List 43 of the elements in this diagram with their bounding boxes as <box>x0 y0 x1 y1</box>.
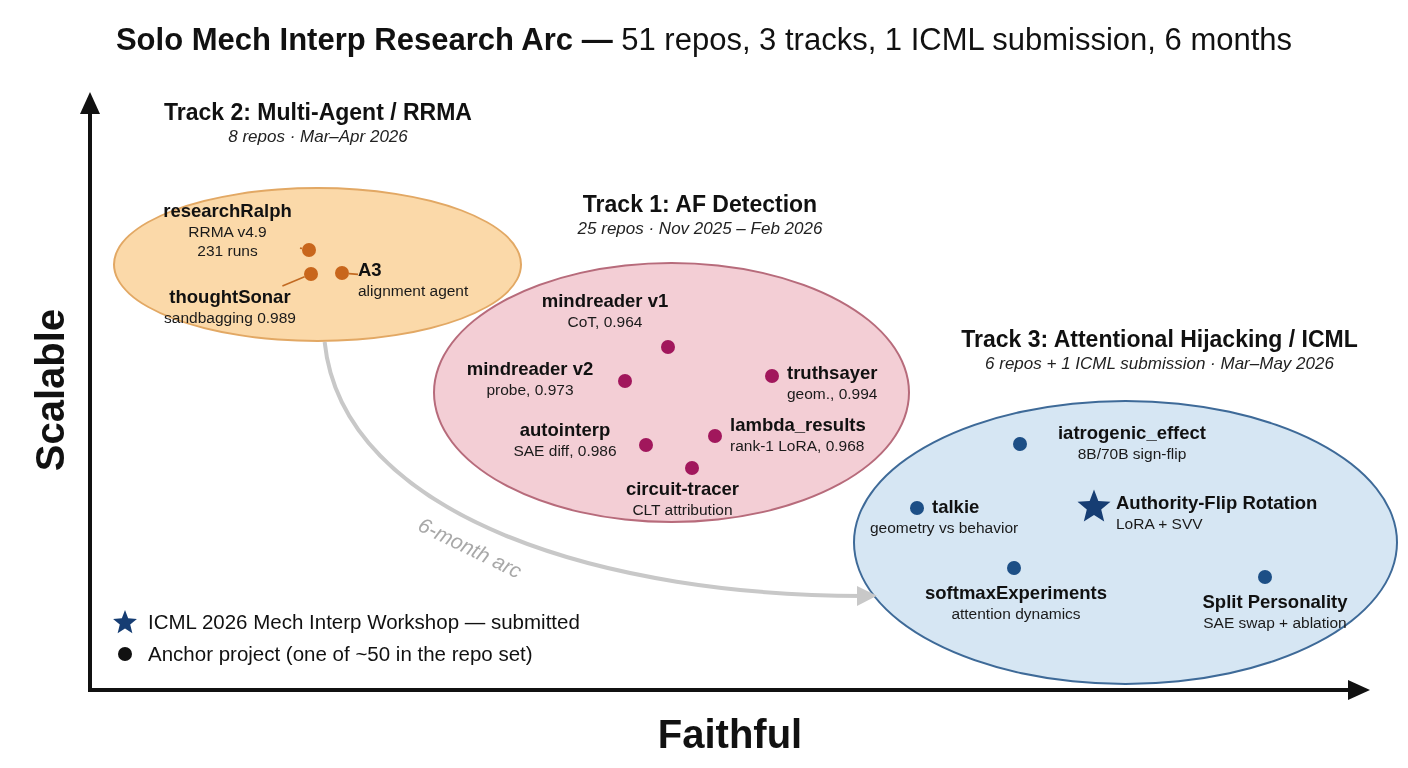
project-name: researchRalph <box>163 200 292 222</box>
project-name: lambda_results <box>730 414 866 436</box>
project-name: iatrogenic_effect <box>1057 422 1206 444</box>
x-axis-label: Faithful <box>657 711 803 757</box>
project-detail: geometry vs behavior <box>870 518 1019 537</box>
leader-line <box>281 275 306 287</box>
project-detail: sandbagging 0.989 <box>164 308 296 327</box>
project-detail: probe, 0.973 <box>486 380 574 399</box>
project-detail: attention dynamics <box>951 604 1081 623</box>
project-detail: geom., 0.994 <box>787 384 878 403</box>
track-subtitle: 25 repos · Nov 2025 – Feb 2026 <box>577 218 823 240</box>
project-detail: RRMA v4.9 231 runs <box>187 222 268 260</box>
project-detail: rank-1 LoRA, 0.968 <box>730 436 865 455</box>
diagram-title: Solo Mech Interp Research Arc — 51 repos, 3 tracks, 1 ICML submission, 6 months <box>114 22 1294 58</box>
track-title: Track 3: Attentional Hijacking / ICML <box>961 325 1358 353</box>
y-axis-label: Scalable <box>27 308 73 472</box>
project-detail: CLT attribution <box>632 500 733 519</box>
project-detail: alignment agent <box>358 281 469 300</box>
project-detail: CoT, 0.964 <box>567 312 643 331</box>
project-detail: 8B/70B sign-flip <box>1077 444 1187 463</box>
project-name: mindreader v2 <box>466 358 594 380</box>
project-name: softmaxExperiments <box>925 582 1107 604</box>
project-name: mindreader v1 <box>541 290 669 312</box>
project-detail: LoRA + SVV <box>1116 514 1203 533</box>
project-name: truthsayer <box>787 362 878 384</box>
project-detail: SAE swap + ablation <box>1203 613 1347 632</box>
track-subtitle: 6 repos + 1 ICML submission · Mar–May 2026 <box>985 353 1334 375</box>
project-name: A3 <box>358 259 382 281</box>
project-name: Split Personality <box>1202 591 1348 613</box>
track-title: Track 2: Multi-Agent / RRMA <box>164 98 472 126</box>
leader-line <box>299 247 303 250</box>
project-name: thoughtSonar <box>169 286 291 308</box>
legend-text: Anchor project (one of ~50 in the repo set) <box>148 642 533 666</box>
track-subtitle: 8 repos · Mar–Apr 2026 <box>228 126 408 148</box>
project-name: autointerp <box>519 419 611 441</box>
track-title: Track 1: AF Detection <box>582 190 818 218</box>
project-name: circuit-tracer <box>625 478 740 500</box>
project-name: talkie <box>932 496 980 518</box>
leader-line <box>348 272 359 276</box>
arrow <box>322 341 877 606</box>
project-name: Authority-Flip Rotation <box>1116 492 1318 514</box>
legend-text: ICML 2026 Mech Interp Workshop — submitted <box>148 610 580 634</box>
project-detail: SAE diff, 0.986 <box>513 441 617 460</box>
